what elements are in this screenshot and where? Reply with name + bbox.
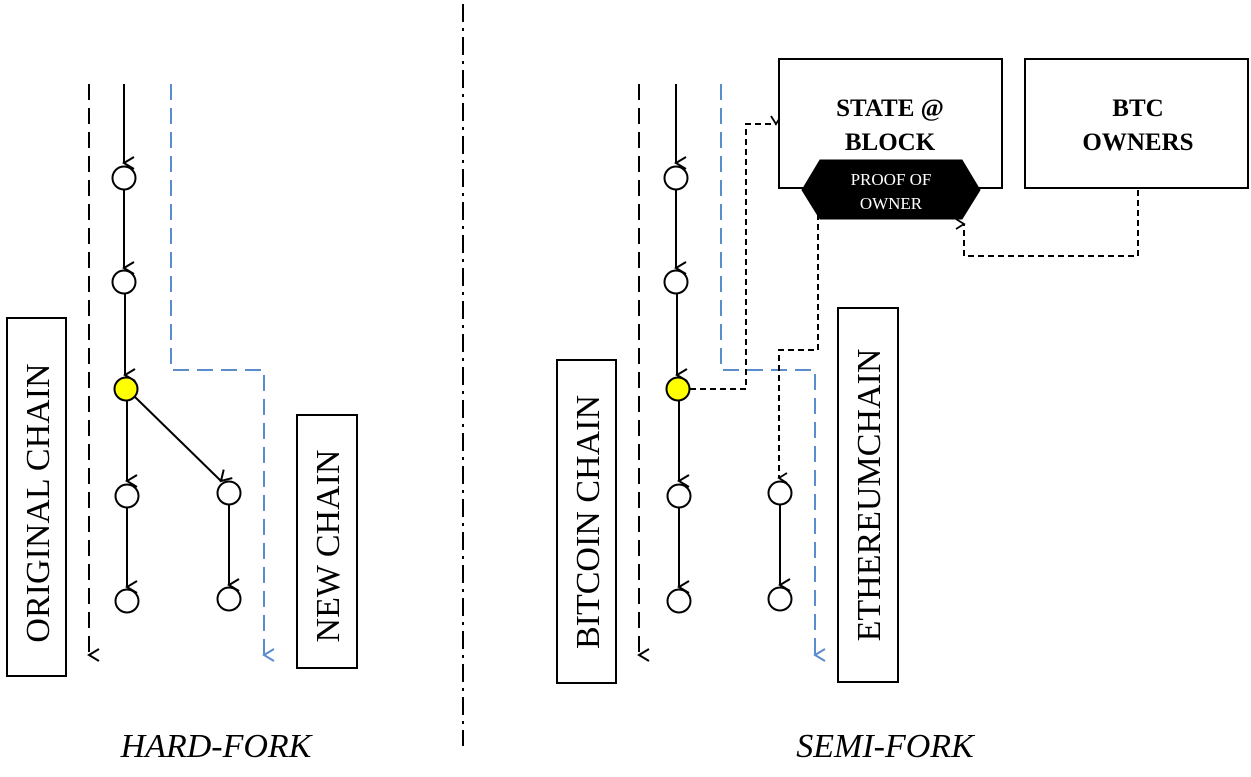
state-box-line1: STATE @ [836,95,944,122]
fork-block-node [113,376,139,402]
block-node [767,480,793,506]
state-box-line2: BLOCK [845,129,936,156]
proof-tag-line1: PROOF OF [851,170,932,189]
snapshot-connector [690,115,782,390]
block-node [666,483,692,509]
hard-fork-caption: HARD-FORK [120,728,314,765]
block-node [111,269,137,295]
bitcoin-chain-label-box [556,359,617,684]
block-node [111,165,137,191]
block-node [767,586,793,612]
btc-owners-line2: OWNERS [1082,129,1193,156]
ethereum-chain-label-box [837,307,899,683]
block-node [663,269,689,295]
ethereum-chain-label: ETHEREUMCHAIN [851,349,888,642]
semi-fork-caption: SEMI-FORK [796,728,976,765]
fork-block-node [665,376,691,402]
block-node [216,586,242,612]
hard-fork-section: ORIGINAL CHAIN NEW CHAIN HARD-FORK [6,84,358,765]
new-chain-dashed-path [170,84,275,662]
owners-to-proof-connector [955,190,1139,257]
block-node [114,483,140,509]
new-chain-label-box [296,414,358,669]
new-chain-label: NEW CHAIN [310,450,347,643]
proof-of-owner-tag [801,159,981,220]
original-chain-label-box [6,317,67,677]
block-node [114,588,140,614]
btc-owners-line1: BTC [1112,95,1163,122]
block-node [216,480,242,506]
proof-to-ethereum-connector [777,214,819,484]
proof-tag-line2: OWNER [860,194,923,213]
original-chain-label: ORIGINAL CHAIN [20,363,57,642]
semi-fork-section: STATE @ BLOCK BTC OWNERS PROOF OF OWNER … [556,58,1249,765]
block-node [666,588,692,614]
bitcoin-chain-label: BITCOIN CHAIN [570,395,607,649]
block-node [663,165,689,191]
fork-link [134,396,233,483]
btc-owners-box [1024,58,1249,189]
